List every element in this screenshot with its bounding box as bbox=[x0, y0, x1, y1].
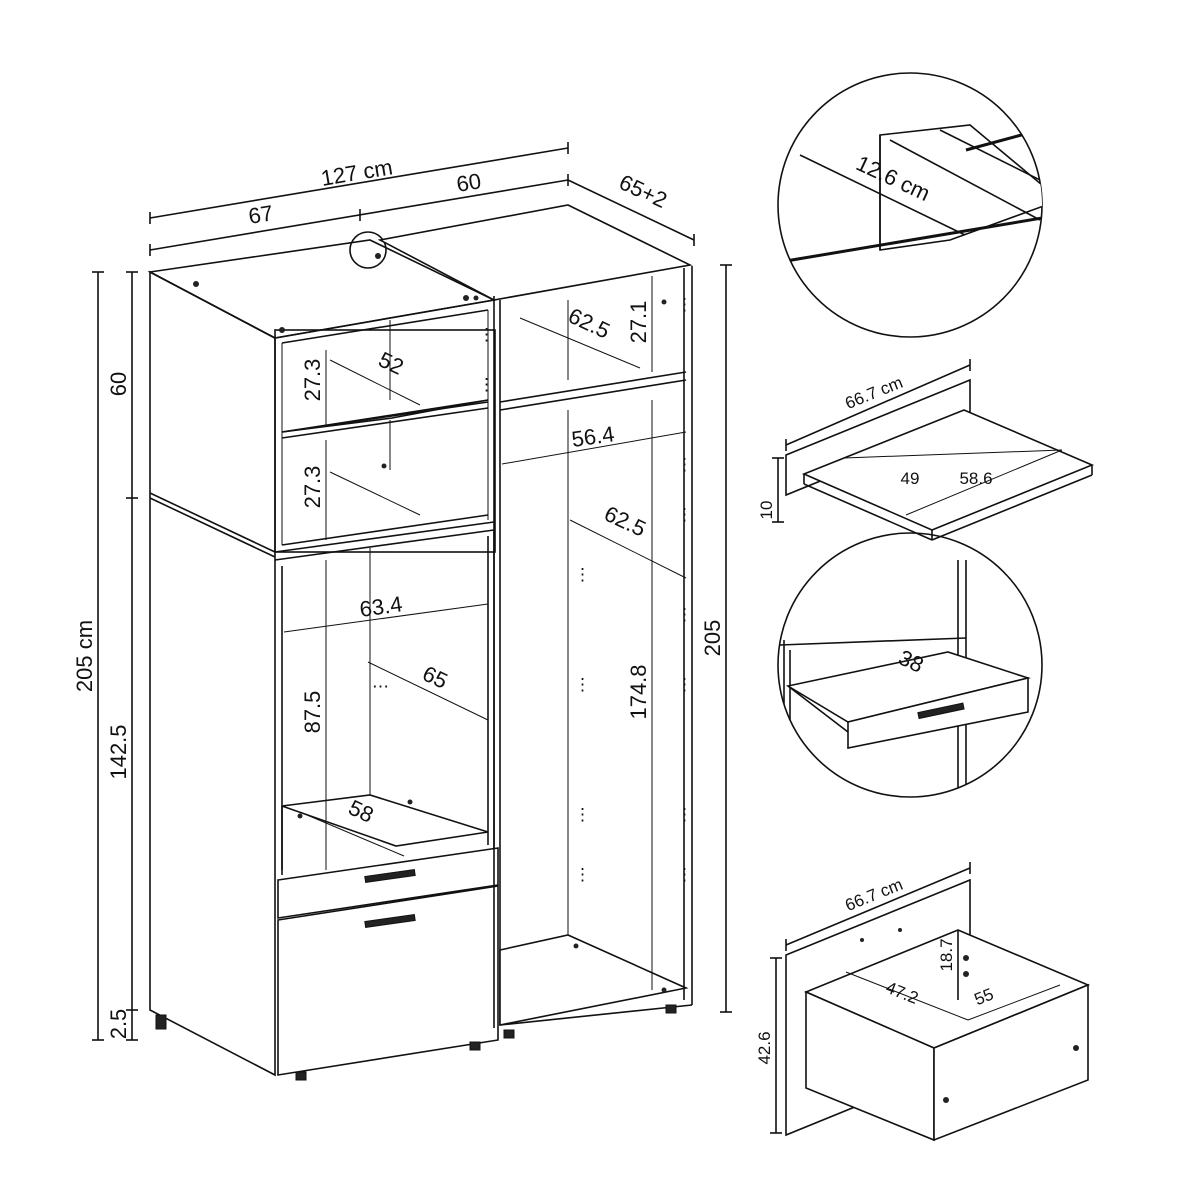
left-cabinet bbox=[147, 239, 499, 1081]
detail-top-connector: 12.6 cm bbox=[777, 72, 1043, 338]
svg-text:⋮: ⋮ bbox=[676, 505, 693, 524]
overall-width-label: 127 cm bbox=[319, 154, 394, 191]
svg-text:⋮: ⋮ bbox=[676, 455, 693, 474]
left-width-label: 67 bbox=[247, 200, 275, 229]
top-drawer-handle[interactable] bbox=[364, 868, 416, 884]
detail-large-drawer: 66.7 cm 42.6 18.7 47.2 55 bbox=[755, 862, 1091, 1142]
right-top-shelf-height-label: 27.1 bbox=[626, 301, 651, 344]
left-bottom-drawer-front[interactable] bbox=[277, 885, 499, 1076]
svg-text:⋮: ⋮ bbox=[676, 675, 693, 694]
left-side-panel bbox=[149, 270, 276, 1077]
svg-text:⋮: ⋮ bbox=[676, 295, 693, 314]
left-inner-height-label: 87.5 bbox=[300, 691, 325, 734]
right-bottom-panel bbox=[499, 934, 689, 1026]
svg-text:⋯: ⋯ bbox=[372, 677, 389, 696]
section-height-dimensions: 60 142.5 2.5 bbox=[106, 271, 138, 1041]
right-height-dimension: 205 bbox=[700, 264, 732, 1013]
wardrobe-main-view: 127 cm 67 60 65+2 205 cm bbox=[72, 142, 732, 1081]
shelf-thickness-label: 10 bbox=[757, 501, 776, 520]
right-cabinet: ⋮ ⋮ ⋮ ⋮ ⋮ ⋮ ⋮ ⋮ ⋮ ⋮ ⋮ ⋮ ⋮ bbox=[377, 204, 693, 1039]
right-cabinet-dimensions: 62.5 27.1 56.4 62.5 174.8 bbox=[501, 276, 687, 990]
right-inner-depth-label: 62.5 bbox=[600, 501, 649, 542]
svg-text:⋮: ⋮ bbox=[676, 805, 693, 824]
svg-text:⋮: ⋮ bbox=[478, 325, 495, 344]
svg-text:⋮: ⋮ bbox=[574, 675, 591, 694]
small-drawer-handle[interactable] bbox=[917, 702, 965, 720]
svg-text:⋮: ⋮ bbox=[574, 865, 591, 884]
bottom-drawer-handle[interactable] bbox=[364, 913, 416, 929]
svg-text:⋮: ⋮ bbox=[574, 565, 591, 584]
shelf-pin-holes: ⋮ ⋮ ⋮ ⋮ ⋮ ⋮ ⋮ ⋮ ⋮ ⋮ ⋮ ⋮ ⋮ bbox=[478, 295, 693, 884]
left-shelf-depth-label: 52 bbox=[375, 347, 408, 380]
total-height-label: 205 cm bbox=[72, 620, 97, 692]
detail-marker-circle bbox=[349, 231, 387, 269]
left-inner-width-label: 63.4 bbox=[358, 591, 404, 622]
detail-small-drawer: 38 bbox=[777, 532, 1043, 798]
left-top-drawer-front[interactable] bbox=[277, 847, 499, 919]
foot-3 bbox=[469, 1041, 481, 1051]
large-drawer-height-label: 42.6 bbox=[755, 1031, 774, 1064]
lower-section-height-label: 142.5 bbox=[106, 724, 131, 779]
leg-height-label: 2.5 bbox=[106, 1009, 131, 1040]
right-top-panel bbox=[377, 204, 693, 301]
large-drawer-front[interactable] bbox=[933, 983, 1089, 1142]
total-height-dimension: 205 cm bbox=[72, 271, 104, 1041]
left-shelf-height-1-label: 27.3 bbox=[300, 359, 325, 402]
right-inner-height-label: 174.8 bbox=[626, 664, 651, 719]
svg-text:⋮: ⋮ bbox=[574, 805, 591, 824]
svg-text:⋮: ⋮ bbox=[676, 605, 693, 624]
foot-1 bbox=[155, 1014, 167, 1030]
overall-width-dimension: 127 cm bbox=[149, 142, 569, 224]
large-drawer-inner-height-label: 18.7 bbox=[937, 938, 956, 971]
top-section-height-label: 60 bbox=[106, 372, 131, 396]
detail-pullout-shelf: 66.7 cm 10 49 58.6 bbox=[757, 359, 1095, 541]
right-inner-width-label: 56.4 bbox=[570, 421, 616, 452]
left-shelf-height-2-label: 27.3 bbox=[300, 466, 325, 509]
right-width-label: 60 bbox=[455, 168, 483, 197]
left-cabinet-dimensions: 27.3 27.3 52 63.4 87.5 65 58 ⋯ bbox=[283, 347, 489, 870]
svg-text:⋮: ⋮ bbox=[676, 865, 693, 884]
shelf-depth-b-label: 58.6 bbox=[959, 469, 992, 488]
section-width-dimensions: 67 60 bbox=[149, 168, 569, 256]
foot-2 bbox=[295, 1071, 307, 1081]
svg-text:⋮: ⋮ bbox=[478, 375, 495, 394]
right-height-label: 205 bbox=[700, 620, 725, 657]
shelf-depth-a-label: 49 bbox=[901, 469, 920, 488]
right-top-shelf-depth-label: 62.5 bbox=[564, 303, 613, 344]
